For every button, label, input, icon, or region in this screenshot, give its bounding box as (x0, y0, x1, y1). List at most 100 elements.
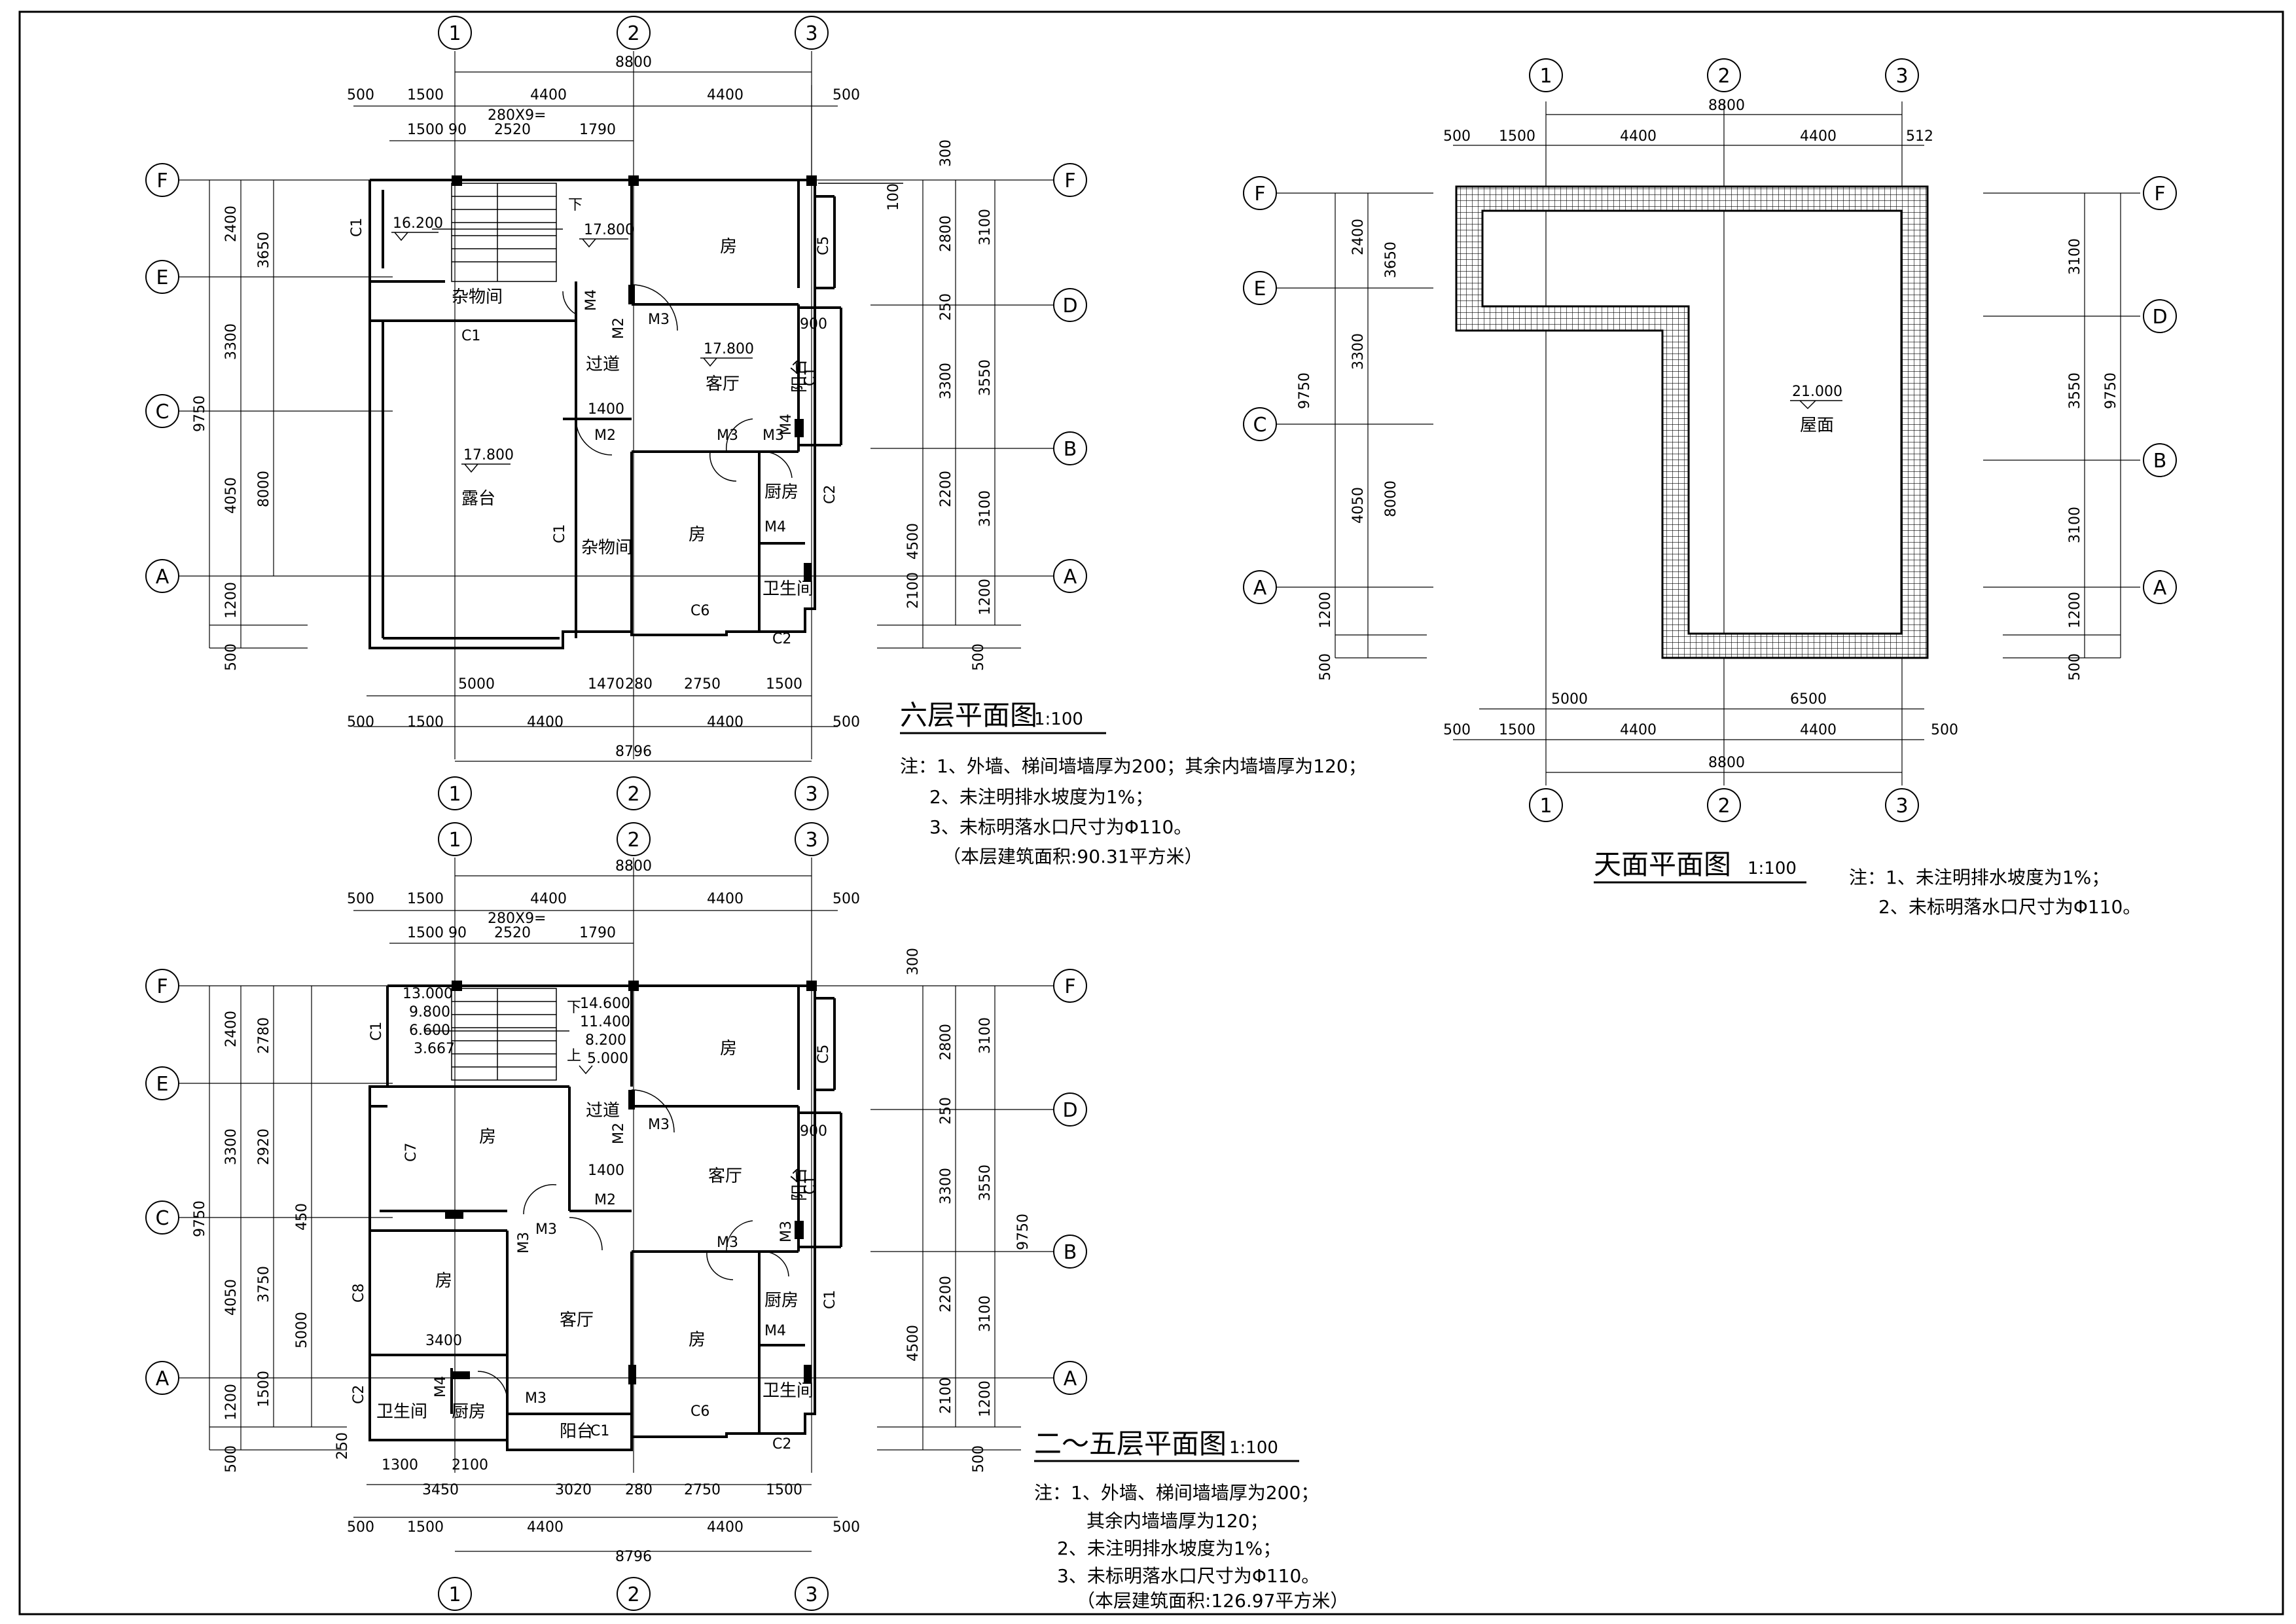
axis-bubble-circle (1885, 788, 1919, 822)
axis-bubble: B (1064, 1241, 1077, 1264)
window-tag: C1 (368, 1022, 385, 1041)
width-tag: 1400 (588, 1163, 624, 1179)
dim-bottom: 280 (625, 1482, 653, 1498)
door-tag: M3 (525, 1390, 547, 1407)
dim-bottom-total: 8800 (1708, 755, 1745, 771)
dim-bottom: 4400 (1800, 722, 1837, 738)
axis-bubble-circle (1243, 176, 1277, 210)
note-line: 注：1、外墙、梯间墙墙厚为200； (1034, 1482, 1319, 1504)
window-tag: C2 (351, 1385, 367, 1404)
dim-left-outer: 9750 (192, 1200, 208, 1237)
dim-left-mid: 450 (294, 1203, 310, 1231)
axis-bubble: C (156, 1207, 170, 1230)
room-kitchen: 厨房 (452, 1402, 486, 1422)
axis-bubble-circle (1053, 1092, 1087, 1127)
axis-bubble-circle (1529, 788, 1563, 822)
axis-bubble-circle (795, 822, 829, 856)
dim-right: 500 (971, 1445, 987, 1473)
room-kitchen: 厨房 (764, 482, 798, 502)
axis-bubble: D (2152, 306, 2167, 329)
dim-right: 3100 (2067, 507, 2083, 543)
axis-bubble: E (1254, 278, 1266, 300)
dim-left-mid: 8000 (1383, 480, 1399, 517)
dim-bottom: 2750 (684, 1482, 721, 1498)
roof-plan (1276, 101, 2140, 785)
room-corridor: 过道 (586, 355, 620, 374)
axis-bubble: A (2153, 577, 2167, 600)
dim-left: 2400 (223, 206, 240, 242)
dim-right: 4500 (905, 523, 922, 560)
elevation-label: 3.667 (414, 1041, 455, 1057)
dim-left: 3300 (223, 323, 240, 360)
dim-left-mid: 2920 (256, 1128, 272, 1165)
axis-bubble-circle (2143, 299, 2177, 333)
dim-bottom2: 500 (347, 1519, 374, 1536)
dim-left: 3300 (223, 1128, 240, 1165)
dim-bottom2: 4400 (527, 1519, 564, 1536)
axis-bubble-circle (1707, 788, 1741, 822)
axis-bubble-circle (617, 776, 651, 810)
dim-left: 1200 (223, 582, 240, 619)
elevation-label: 17.800 (463, 447, 514, 463)
sixth-floor-dims: 8800 500 1500 4400 4400 500 280X9= 1500 … (192, 54, 994, 760)
dim-top-row3: 1500 (407, 925, 444, 941)
door-tag: M3 (648, 312, 670, 328)
plan-scale: 1:100 (1748, 859, 1797, 878)
dim-top: 500 (347, 891, 374, 907)
door-tag: M4 (583, 289, 600, 311)
axis-bubble: 2 (627, 1583, 639, 1606)
dim-right: 2100 (938, 1377, 954, 1414)
axis-bubble: C (1253, 414, 1267, 437)
window-tag: C1 (802, 1176, 819, 1195)
dim-bottom2: 500 (833, 1519, 860, 1536)
window-tag: C5 (816, 236, 832, 255)
dim-left: 4050 (1350, 487, 1367, 524)
plan-scale: 1:100 (1229, 1438, 1278, 1458)
room-living: 客厅 (560, 1310, 594, 1330)
window-tag: C6 (691, 1403, 709, 1420)
dim-right: 2200 (938, 471, 954, 507)
dim-right-outer: 3100 (977, 1295, 994, 1332)
axis-bubble-circle (1243, 570, 1277, 604)
stair-down-label: 下 (567, 1000, 581, 1016)
window-tag: C2 (772, 1436, 791, 1453)
room-bedroom: 房 (435, 1271, 452, 1291)
floors-2-5-plan (178, 857, 1077, 1552)
dim-top: 500 (347, 87, 374, 103)
sixth-floor-rooms: 杂物间 露台 过道 杂物间 房 客厅 阳台 房 厨房 卫生间 16.200 17… (349, 197, 838, 647)
axis-bubble: 3 (1895, 65, 1908, 88)
dim-bottom2: 1500 (407, 1519, 444, 1536)
elevation-label: 17.800 (584, 222, 634, 238)
note-line: 注：1、未注明排水坡度为1%； (1849, 867, 2109, 888)
door-tag: M4 (778, 414, 795, 435)
axis-bubble-circle (1053, 559, 1087, 593)
dim-left: 2400 (1350, 219, 1367, 255)
dim-top: 1500 (1499, 128, 1535, 145)
axis-bubble-circle (1529, 58, 1563, 92)
dim-right: 500 (2067, 653, 2083, 681)
dim-bottom: 1500 (766, 1482, 802, 1498)
room-storage: 杂物间 (452, 287, 503, 307)
axis-bubble-circle (795, 16, 829, 50)
door-tag: M4 (764, 1323, 786, 1339)
dim-right-outer: 3550 (977, 1164, 994, 1201)
note-line: 其余内墙墙厚为120； (1086, 1510, 1268, 1532)
door-tag: M2 (611, 317, 627, 339)
elevation-label: 13.000 (403, 986, 453, 1002)
room-balcony: 阳台 (790, 1167, 810, 1201)
axis-bubble: 1 (1539, 65, 1552, 88)
axis-bubble-circle (145, 394, 179, 428)
dim-left-mid: 3650 (256, 232, 272, 268)
door-tag: M3 (516, 1232, 532, 1254)
dim-right: 1200 (2067, 592, 2083, 628)
room-balcony: 阳台 (560, 1422, 594, 1441)
roof-dims: 8800 500 1500 4400 4400 512 2400 3300 40… (1297, 98, 2119, 771)
axis-bubble-circle (145, 1200, 179, 1235)
dim-top: 500 (1443, 128, 1471, 145)
dim-left-mid: 2780 (256, 1017, 272, 1054)
door-tag: M2 (594, 427, 616, 444)
axis-bubble: B (2153, 450, 2167, 473)
dim-top-row3: 2520 (494, 925, 531, 941)
axis-bubble: F (156, 170, 168, 192)
